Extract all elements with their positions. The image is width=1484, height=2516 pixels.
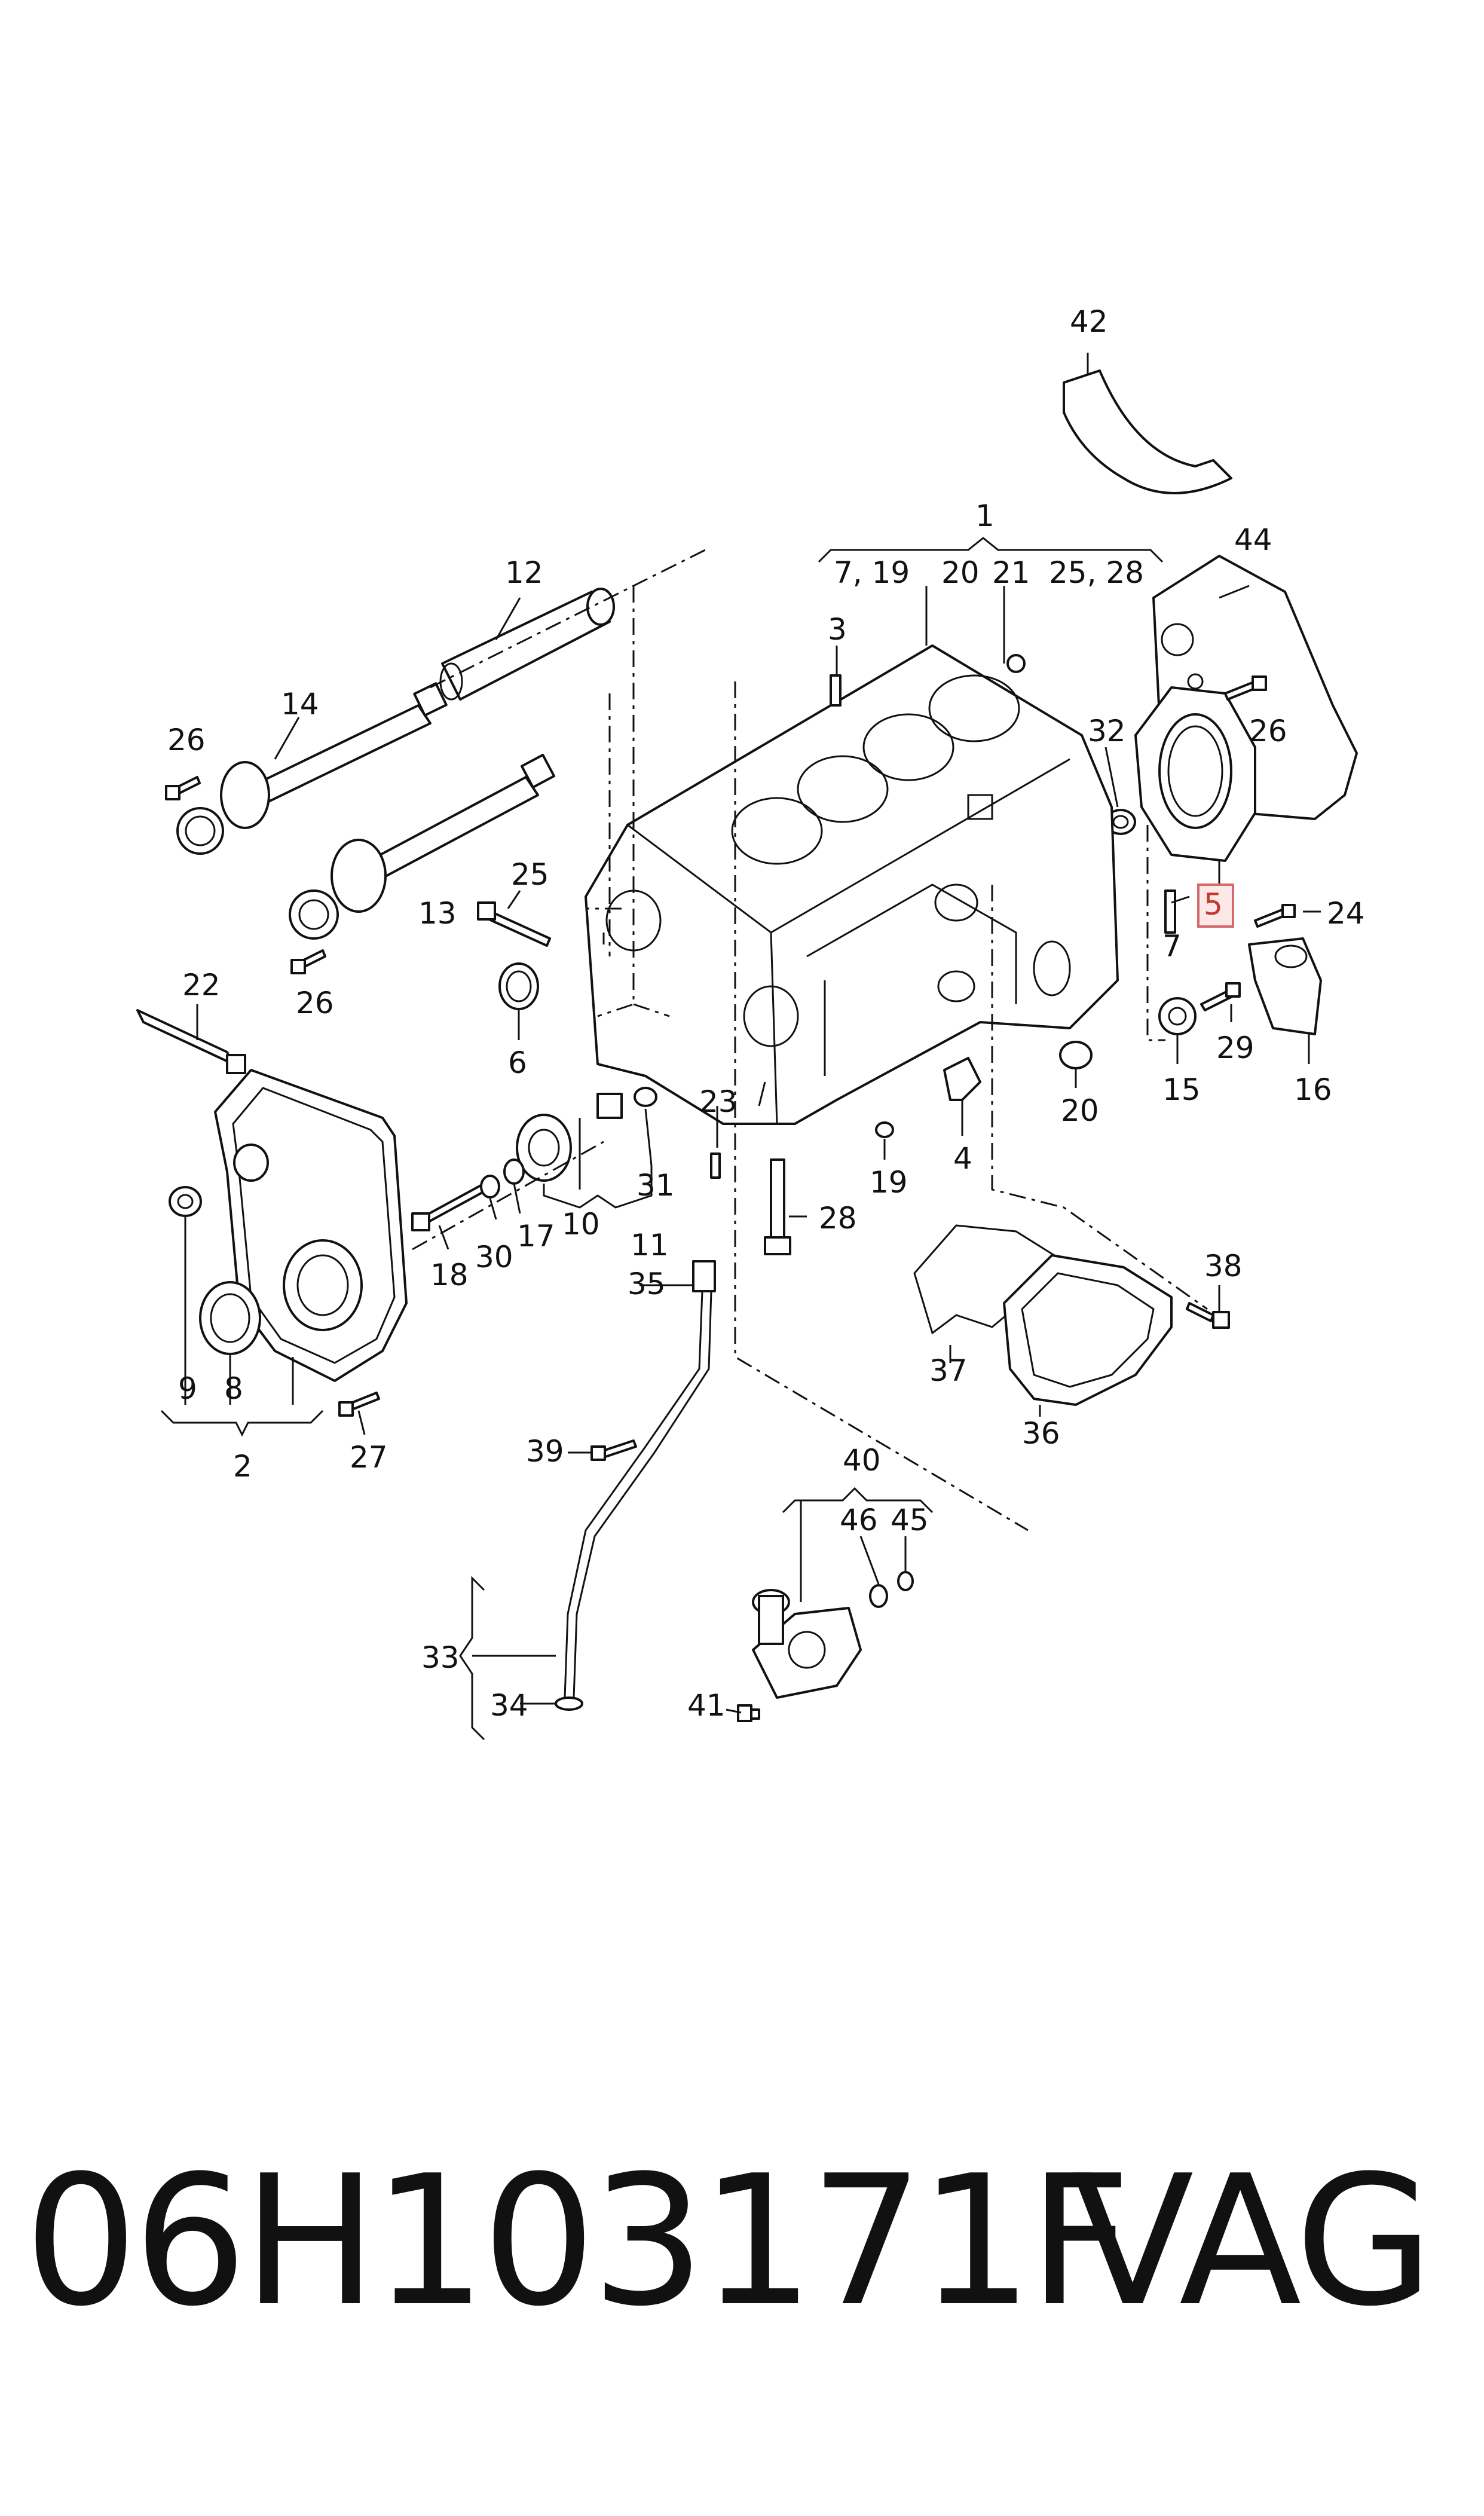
callout-22: 22 <box>182 968 221 1002</box>
callout-3: 3 <box>828 612 847 647</box>
callout-41: 41 <box>687 1688 726 1723</box>
part-16-sensor-housing <box>1248 937 1322 1035</box>
callout-7: 7 <box>1162 929 1182 964</box>
part-30-washer <box>480 1175 500 1199</box>
callout-15: 15 <box>1162 1072 1201 1107</box>
callout-5: 5 <box>1204 887 1223 922</box>
brand-label: VAG <box>1071 2137 1434 2346</box>
part-14-shaft <box>176 682 448 855</box>
part-35-dipstick-handle <box>692 1260 716 1292</box>
part-8-crank-seal <box>199 1281 261 1355</box>
part-5-seal-flange <box>1134 686 1256 862</box>
callout-17: 17 <box>517 1219 555 1254</box>
part-27-bolt <box>338 1392 380 1417</box>
callout-31: 31 <box>637 1168 675 1203</box>
part-4-nozzle <box>943 1057 981 1101</box>
part-22-sealant-tube <box>136 1009 246 1074</box>
leader-lines <box>160 353 1321 1741</box>
callout-35: 35 <box>628 1267 666 1301</box>
part-42-shield <box>1063 369 1232 494</box>
callout-36: 36 <box>1022 1416 1060 1451</box>
callout-6: 6 <box>508 1045 527 1080</box>
part-15-seal <box>1158 997 1197 1035</box>
callout-23: 23 <box>699 1084 738 1119</box>
callout-45: 45 <box>891 1503 929 1537</box>
callout-13: 13 <box>418 896 457 931</box>
callout-labels: 42 1 7, 19 20 21 25, 28 44 12 3 14 26 32… <box>167 304 1365 1723</box>
callout-25: 25 <box>511 857 549 892</box>
callout-39: 39 <box>526 1434 564 1469</box>
callout-11: 11 <box>631 1228 669 1262</box>
part-36-oil-pan <box>1003 1254 1173 1406</box>
callout-9: 9 <box>178 1371 197 1406</box>
callout-38: 38 <box>1204 1249 1243 1283</box>
callout-20: 20 <box>1061 1093 1099 1128</box>
callout-10: 10 <box>562 1207 600 1242</box>
callout-16: 16 <box>1294 1072 1332 1107</box>
part-13-shaft <box>289 753 556 940</box>
callout-32: 32 <box>1088 714 1126 748</box>
part-3-dowel <box>830 674 842 707</box>
part-9-seal <box>169 1186 202 1217</box>
part-19-ring <box>875 1121 894 1138</box>
callout-40: 40 <box>843 1443 881 1478</box>
callout-28: 28 <box>819 1201 857 1236</box>
callout-26-left: 26 <box>167 723 206 757</box>
exploded-parts-diagram: 42 1 7, 19 20 21 25, 28 44 12 3 14 26 32… <box>136 304 1365 1741</box>
part-38-bolt <box>1186 1302 1230 1329</box>
part-46-seal <box>869 1584 888 1608</box>
callout-1-sub-20: 20 <box>941 555 980 590</box>
callout-44: 44 <box>1234 522 1272 557</box>
part-21-plug <box>1006 654 1026 673</box>
callout-1-sub-21: 21 <box>992 555 1030 590</box>
part-20-plug <box>1059 1041 1093 1069</box>
callout-8: 8 <box>224 1371 243 1406</box>
part-29-bolt <box>1200 982 1241 1011</box>
callout-26-mid: 26 <box>296 986 334 1020</box>
part-2-timing-cover <box>214 1069 408 1382</box>
part-18-bolt <box>411 1182 489 1231</box>
part-12-tube <box>439 588 615 701</box>
part-39-bolt <box>590 1439 637 1461</box>
callout-1-sub-25-28: 25, 28 <box>1049 555 1144 590</box>
callout-30: 30 <box>475 1240 513 1274</box>
callout-27: 27 <box>350 1440 388 1475</box>
callout-33: 33 <box>421 1640 460 1675</box>
callout-14: 14 <box>281 687 319 722</box>
callout-2: 2 <box>233 1449 252 1484</box>
callout-34: 34 <box>490 1688 528 1723</box>
callout-1-sub-7-19: 7, 19 <box>834 555 910 590</box>
callout-42: 42 <box>1070 304 1108 339</box>
part-number: 06H103171F <box>24 2137 1131 2346</box>
callout-46: 46 <box>840 1503 878 1537</box>
part-1-cylinder-block <box>585 644 1119 1125</box>
callout-29: 29 <box>1216 1031 1254 1065</box>
part-26-bolt-mid <box>290 949 326 974</box>
assembly-lines <box>412 549 1208 1531</box>
part-25-bolt <box>477 901 551 947</box>
part-26-bolt-left <box>165 776 201 800</box>
part-28-bolt <box>764 1158 791 1255</box>
part-45-seal <box>897 1571 914 1591</box>
part-33-dipstick-tube <box>555 1291 712 1711</box>
part-17-washer <box>503 1158 525 1185</box>
part-40-oil-pump <box>752 1589 862 1699</box>
callout-26-rear: 26 <box>1249 714 1287 748</box>
callout-19: 19 <box>870 1165 908 1200</box>
callout-5-highlight <box>1197 883 1234 928</box>
footer: 06H103171F VAG <box>0 2128 1484 2367</box>
part-41-bolt <box>737 1704 760 1722</box>
part-6-seal-ring <box>498 962 539 1010</box>
callout-37: 37 <box>929 1353 968 1388</box>
callout-4: 4 <box>953 1141 972 1176</box>
callout-24: 24 <box>1327 896 1365 931</box>
part-26-bolt-rear <box>1224 675 1267 701</box>
callout-12: 12 <box>505 555 543 590</box>
callout-18: 18 <box>430 1258 469 1292</box>
callout-1: 1 <box>975 499 995 533</box>
part-23-pin <box>710 1152 721 1179</box>
part-24-bolt <box>1254 904 1296 928</box>
part-10-gear <box>516 1087 657 1182</box>
part-7-pin <box>1164 889 1176 934</box>
